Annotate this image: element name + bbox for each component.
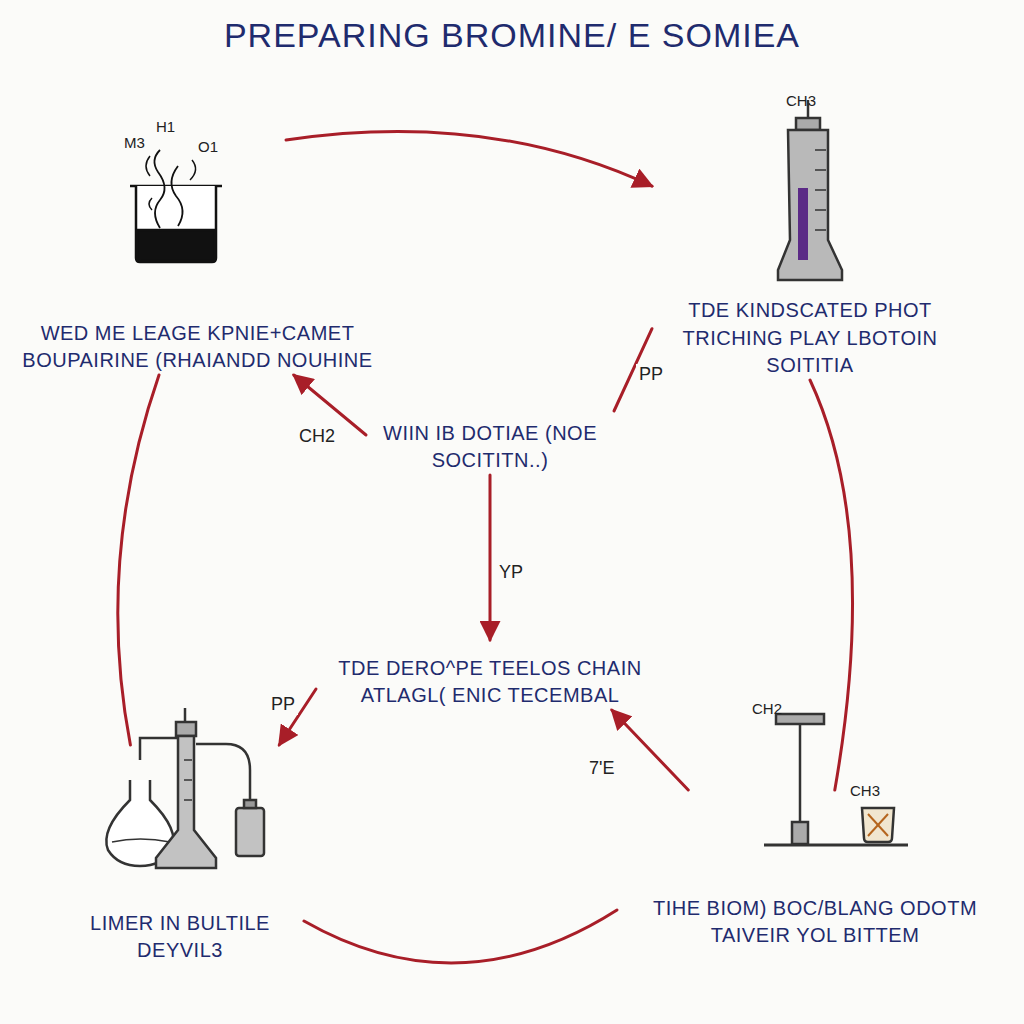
edge-label: 7'E <box>586 758 617 779</box>
formula-label: CH2 <box>752 700 782 717</box>
step-node: WED ME LEAGE KPNIE+CAMET BOUPAIRINE (RHA… <box>5 140 390 375</box>
diagram-title: PREPARING BROMINE/ E SOMIEA <box>0 16 1024 55</box>
step-node: TDE KINDSCATED PHOT TRICHING PLAY LBOTOI… <box>652 95 968 380</box>
distillation-illustration <box>106 708 264 868</box>
formula-label: H1 <box>156 118 175 135</box>
beaker-illustration <box>130 150 222 262</box>
flow-arrow <box>118 375 159 745</box>
formula-label: CH3 <box>786 92 816 109</box>
step-node: WIIN IB DOTIAE (NOE SOCITITN..) <box>366 395 614 475</box>
step-text: WED ME LEAGE KPNIE+CAMET BOUPAIRINE (RHA… <box>14 320 382 375</box>
edge-label: YP <box>496 562 526 583</box>
step-text: TDE KINDSCATED PHOT TRICHING PLAY LBOTOI… <box>656 297 964 380</box>
step-node: TDE DERO^PE TEELOS CHAIN ATLAGL( ENIC TE… <box>316 640 664 710</box>
flow-arrow <box>286 132 652 187</box>
formula-label: M3 <box>124 134 145 151</box>
edge-label: PP <box>636 364 666 385</box>
step-text: TDE DERO^PE TEELOS CHAIN ATLAGL( ENIC TE… <box>316 655 664 710</box>
flow-arrow <box>489 475 492 640</box>
column-illustration <box>778 100 842 280</box>
step-node: LIMER IN BULTILE DEYVIL3 <box>56 745 304 965</box>
step-text: WIIN IB DOTIAE (NOE SOCITITN..) <box>366 420 614 475</box>
flow-arrow <box>612 710 688 790</box>
edge-label: CH2 <box>296 426 338 447</box>
step-node: TIHE BIOM) BOC/BLANG ODOTM TAIVEIR YOL B… <box>617 790 1013 950</box>
formula-label: O1 <box>198 138 218 155</box>
step-text: LIMER IN BULTILE DEYVIL3 <box>59 910 302 965</box>
flow-arrow <box>810 380 853 790</box>
step-text: TIHE BIOM) BOC/BLANG ODOTM TAIVEIR YOL B… <box>621 895 1009 950</box>
flow-arrow <box>304 910 617 963</box>
formula-label: CH3 <box>850 782 880 799</box>
edge-label: PP <box>268 694 298 715</box>
